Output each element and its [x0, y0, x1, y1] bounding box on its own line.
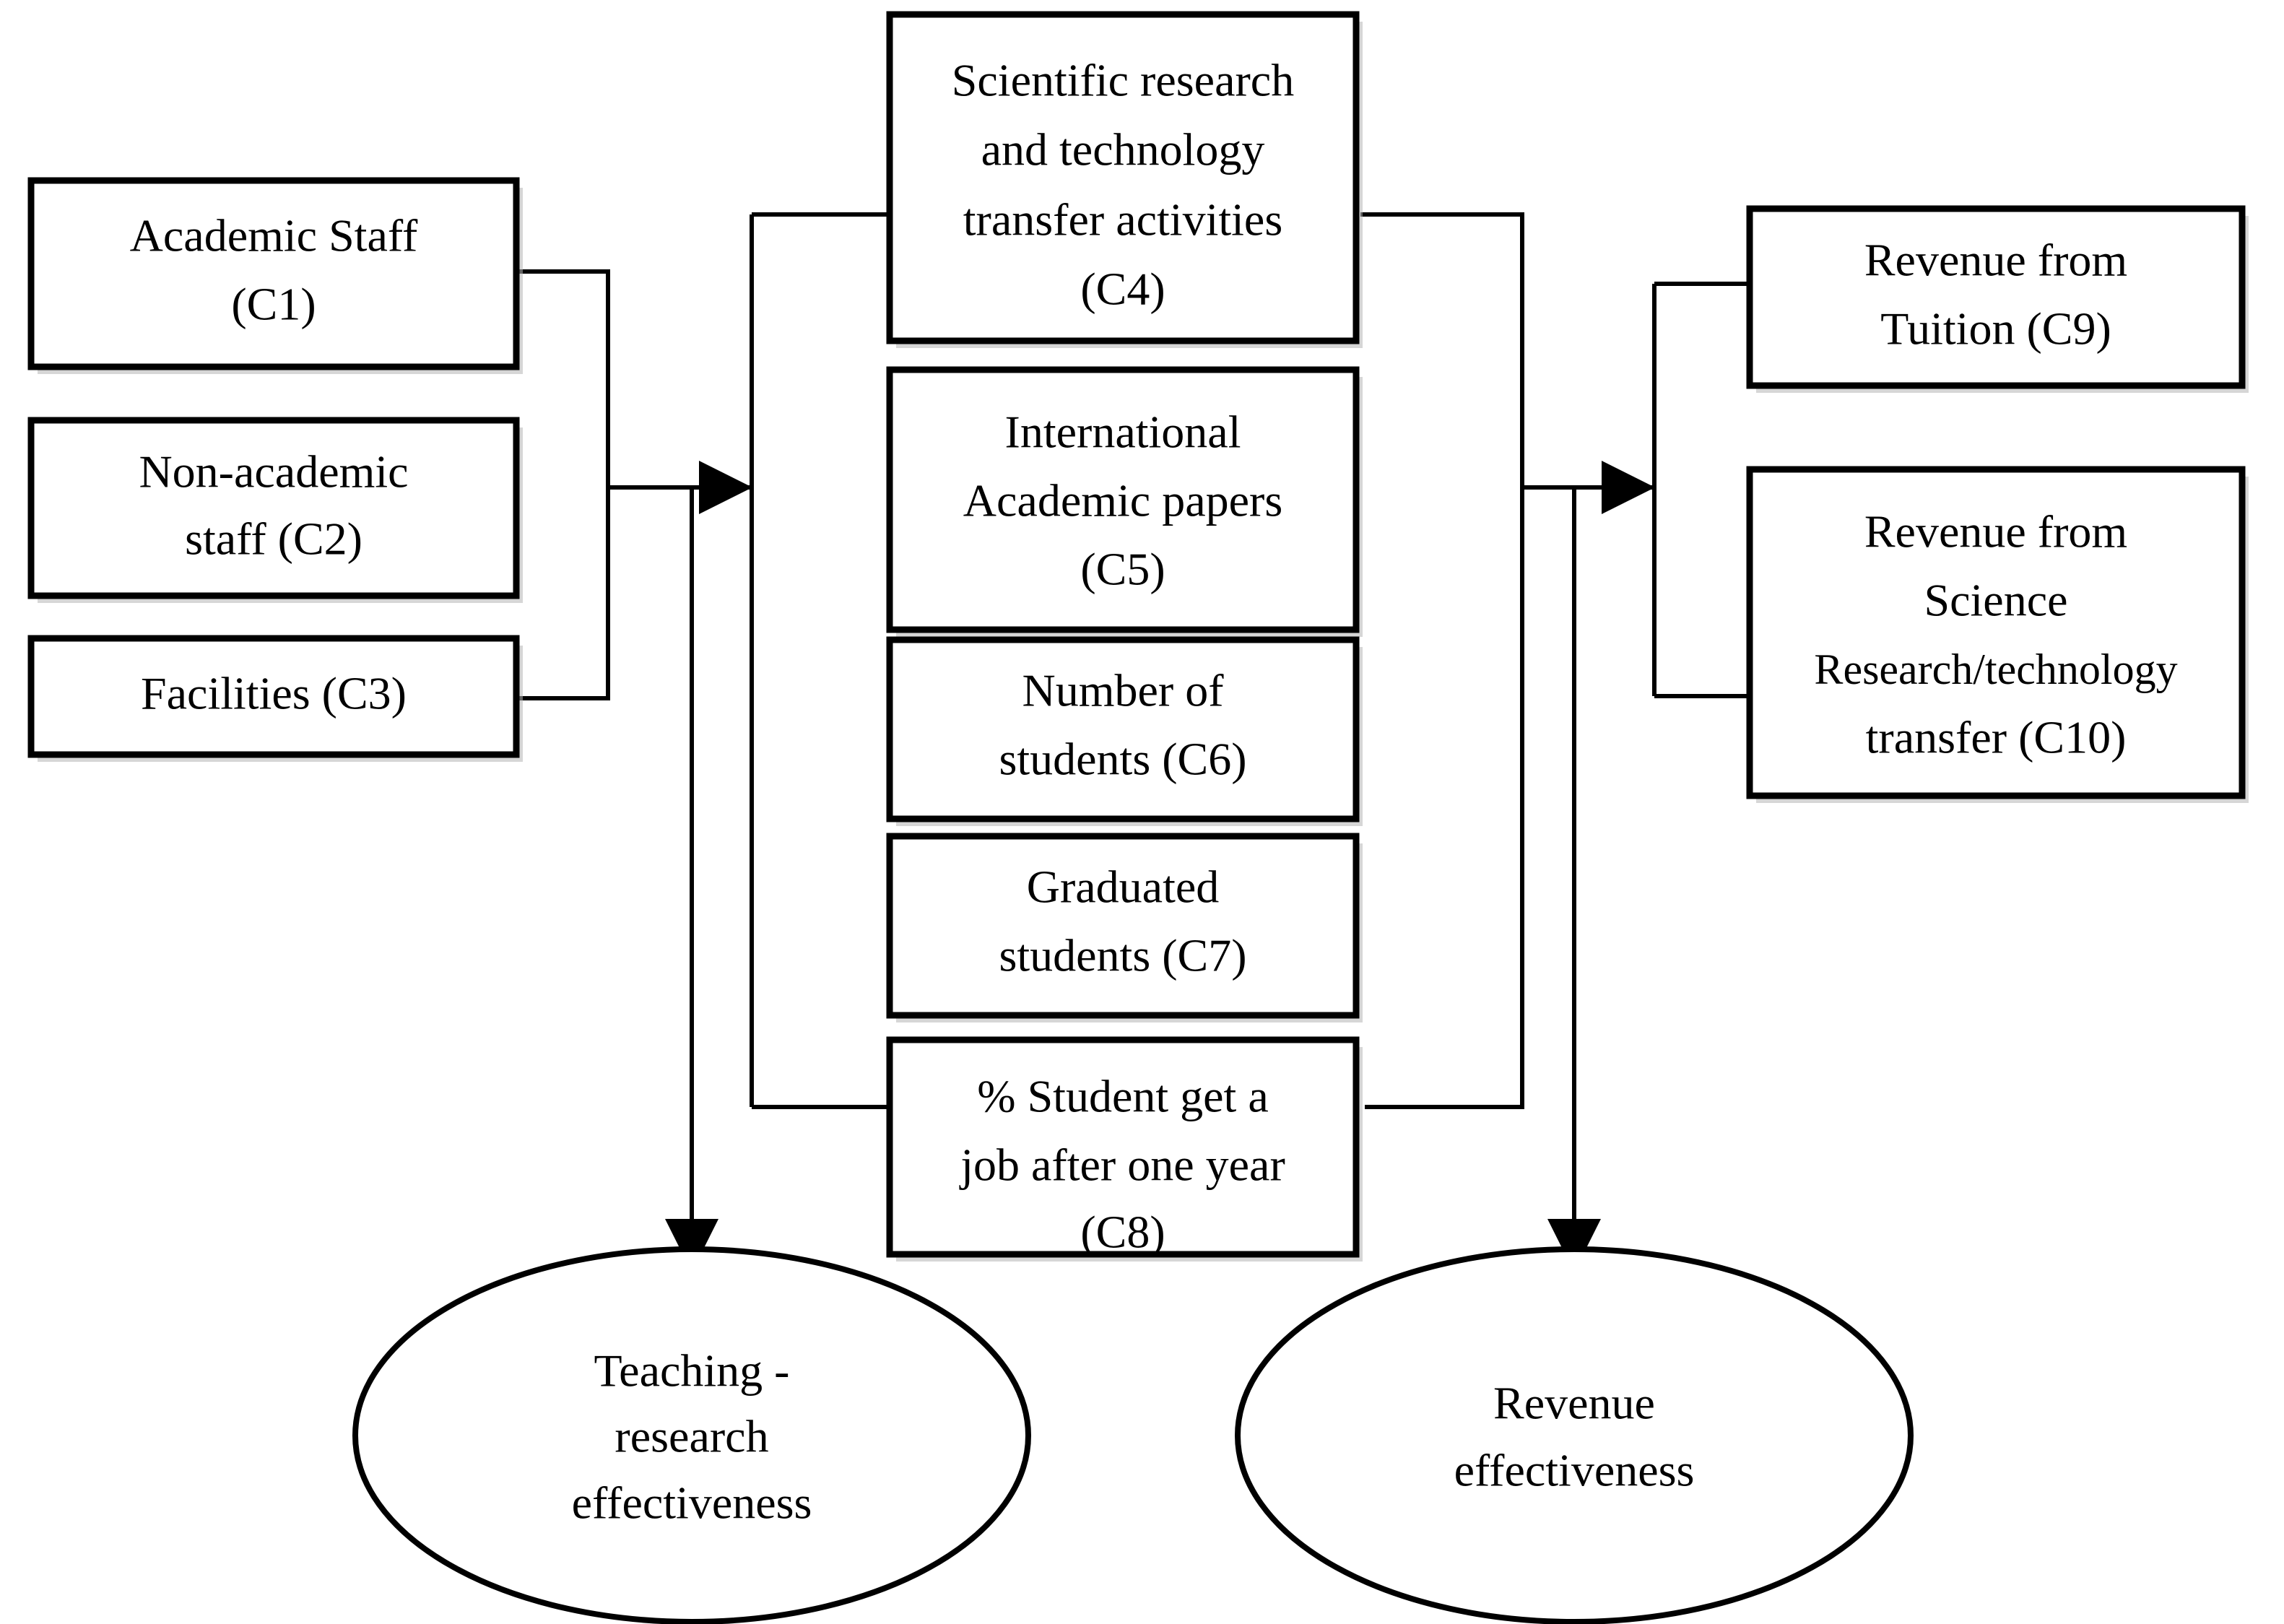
node-box-c2[interactable]: Non-academic staff (C2) [27, 417, 523, 603]
arrowhead-into-revenue-ellipse [1547, 1219, 1601, 1272]
revenue-eff-line-1: Revenue [1493, 1378, 1655, 1429]
node-box-c4[interactable]: Scientific research and technology trans… [886, 11, 1363, 348]
outcome-group: Teaching - research effectiveness Revenu… [352, 1246, 1914, 1624]
teaching-ellipse-shape [352, 1246, 1031, 1624]
connector-c1-to-bus [518, 269, 610, 487]
c10-rect [1746, 466, 2246, 799]
c5-line-3: (C5) [1080, 544, 1165, 595]
connector-c3-to-bus [518, 487, 610, 700]
c10-line-1: Revenue from [1864, 506, 2127, 557]
c8-rect [886, 1036, 1360, 1258]
connector-layer [518, 212, 1750, 1272]
c5-rect [886, 366, 1360, 633]
c2-line-2: staff (C2) [185, 513, 362, 565]
revenue-ellipse-shape [1235, 1246, 1914, 1624]
node-box-c6[interactable]: Number of students (C6) [886, 636, 1363, 826]
c10-line-3: Research/technology [1814, 646, 2177, 693]
c5-line-2: Academic papers [963, 475, 1282, 526]
c10-line-4: transfer (C10) [1866, 712, 2127, 763]
connector-c4-to-right-bus [1360, 212, 1524, 487]
node-box-c7[interactable]: Graduated students (C7) [886, 833, 1363, 1022]
c10-line-2: Science [1924, 575, 2068, 626]
node-ellipse-revenue-effectiveness[interactable]: Revenue effectiveness [1235, 1246, 1914, 1624]
arrowhead-into-teaching-ellipse [665, 1219, 718, 1272]
c4-line-1: Scientific research [952, 55, 1294, 106]
arrowhead-into-outputs [699, 461, 752, 514]
c6-line-2: students (C6) [999, 734, 1246, 785]
revenue-eff-line-2: effectiveness [1454, 1445, 1695, 1496]
teaching-line-3: effectiveness [572, 1477, 812, 1529]
c3-rect [27, 635, 520, 758]
node-box-c10[interactable]: Revenue from Science Research/technology… [1746, 466, 2249, 803]
input-group: Academic Staff (C1) Non-academic staff (… [27, 177, 523, 762]
teaching-line-2: research [615, 1411, 768, 1462]
c2-line-1: Non-academic [139, 446, 408, 498]
c9-line-2: Tuition (C9) [1880, 303, 2111, 355]
c6-line-1: Number of [1022, 665, 1224, 716]
c3-line-1: Facilities (C3) [141, 668, 407, 719]
node-box-c1[interactable]: Academic Staff (C1) [27, 177, 523, 374]
c4-rect [886, 11, 1360, 344]
node-ellipse-teaching-research-effectiveness[interactable]: Teaching - research effectiveness [352, 1246, 1031, 1624]
c5-line-1: International [1005, 407, 1241, 458]
c4-line-3: transfer activities [963, 194, 1282, 246]
revenue-group: Revenue from Tuition (C9) Revenue from S… [1746, 205, 2249, 803]
c9-rect [1746, 205, 2246, 389]
arrowhead-into-revenues [1602, 461, 1655, 514]
c4-line-4: (C4) [1080, 264, 1165, 315]
output-group: Scientific research and technology trans… [886, 11, 1363, 1262]
c2-rect [27, 417, 520, 599]
c4-line-2: and technology [981, 124, 1265, 175]
c8-line-1: % Student get a [977, 1071, 1268, 1122]
node-box-c5[interactable]: International Academic papers (C5) [886, 366, 1363, 637]
c1-line-1: Academic Staff [130, 210, 418, 261]
teaching-line-1: Teaching - [594, 1345, 790, 1397]
c7-line-2: students (C7) [999, 930, 1246, 981]
c1-line-2: (C1) [231, 279, 316, 330]
c6-rect [886, 636, 1360, 822]
c1-rect [27, 177, 520, 370]
c7-rect [886, 833, 1360, 1019]
c8-line-3: (C8) [1080, 1207, 1165, 1258]
connector-c8-to-right-bus [1365, 487, 1524, 1109]
node-box-c9[interactable]: Revenue from Tuition (C9) [1746, 205, 2249, 393]
c8-line-2: job after one year [959, 1139, 1285, 1191]
c9-line-1: Revenue from [1864, 235, 2127, 286]
c7-line-1: Graduated [1027, 861, 1220, 913]
node-box-c3[interactable]: Facilities (C3) [27, 635, 523, 762]
node-box-c8[interactable]: % Student get a job after one year (C8) [886, 1036, 1363, 1262]
